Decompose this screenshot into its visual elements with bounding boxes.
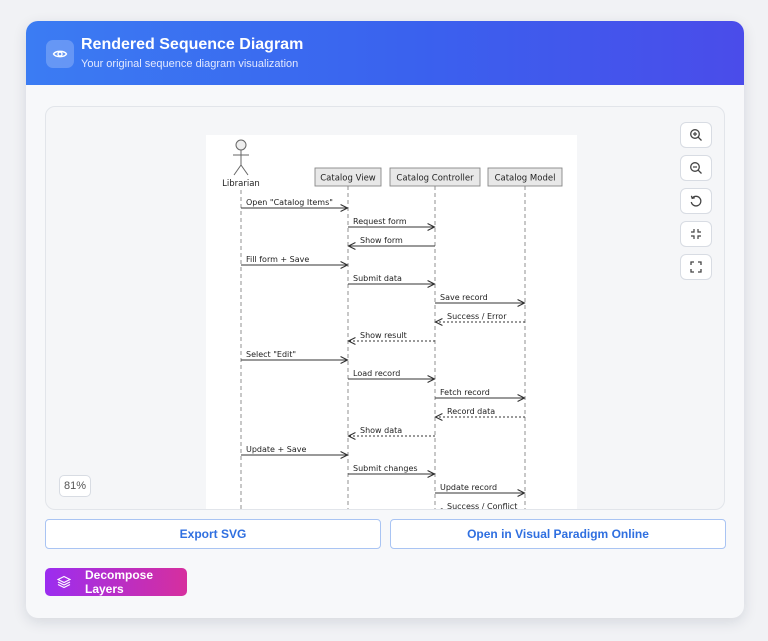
- actor-icon: [233, 139, 249, 176]
- message-label: Fetch record: [440, 388, 490, 397]
- eye-icon: [46, 40, 74, 68]
- diagram-viewer[interactable]: Librarian Catalog View Catalog Controller C…: [45, 106, 725, 510]
- zoom-out-button[interactable]: [680, 155, 712, 181]
- fullscreen-button[interactable]: [680, 254, 712, 280]
- message-label: Success / Conflict: [447, 502, 517, 510]
- message-label: Record data: [447, 407, 495, 416]
- message-label: Show form: [360, 236, 403, 245]
- message-label: Update + Save: [246, 445, 306, 454]
- decompose-layers-label: Decompose Layers: [85, 568, 154, 596]
- reset-view-button[interactable]: [680, 188, 712, 214]
- participant-label: Catalog Model: [495, 174, 556, 184]
- export-svg-button[interactable]: Export SVG: [45, 519, 381, 549]
- participant-box: [314, 167, 382, 187]
- actor-label: Librarian: [222, 179, 260, 189]
- sequence-diagram[interactable]: Librarian Catalog View Catalog Controller C…: [206, 135, 577, 510]
- message-label: Update record: [440, 483, 497, 492]
- message-label: Success / Error: [447, 312, 507, 321]
- message-label: Save record: [440, 293, 488, 302]
- message-label: Show data: [360, 426, 402, 435]
- layers-icon: [57, 575, 71, 589]
- page-title: Rendered Sequence Diagram: [81, 36, 304, 53]
- fit-icon: [691, 229, 701, 239]
- message-label: Select "Edit": [246, 350, 296, 359]
- card-header: Rendered Sequence Diagram Your original …: [26, 21, 744, 85]
- zoom-out-icon: [690, 162, 702, 174]
- decompose-layers-button[interactable]: Decompose Layers: [45, 568, 187, 596]
- participant-box: [389, 167, 481, 187]
- message-label: Load record: [353, 369, 400, 378]
- open-visual-paradigm-button[interactable]: Open in Visual Paradigm Online: [390, 519, 726, 549]
- sequence-diagram-svg: Librarian Catalog View Catalog Controller C…: [222, 139, 563, 510]
- zoom-level-badge: 81%: [59, 475, 91, 497]
- viewer-toolbar: [680, 122, 712, 287]
- message-label: Submit changes: [353, 464, 418, 473]
- participant-label: Catalog View: [320, 174, 376, 184]
- participant-box: [487, 167, 563, 187]
- message-label: Fill form + Save: [246, 255, 309, 264]
- message-label: Submit data: [353, 274, 402, 283]
- diagram-card: Rendered Sequence Diagram Your original …: [26, 21, 744, 618]
- fit-view-button[interactable]: [680, 221, 712, 247]
- fullscreen-icon: [690, 261, 702, 273]
- page-subtitle: Your original sequence diagram visualiza…: [81, 58, 299, 70]
- message-label: Open "Catalog Items": [246, 198, 333, 207]
- message-label: Show result: [360, 331, 407, 340]
- zoom-in-icon: [690, 129, 702, 141]
- participant-label: Catalog Controller: [396, 174, 474, 184]
- zoom-in-button[interactable]: [680, 122, 712, 148]
- message-label: Request form: [353, 217, 407, 226]
- reset-icon: [690, 195, 702, 207]
